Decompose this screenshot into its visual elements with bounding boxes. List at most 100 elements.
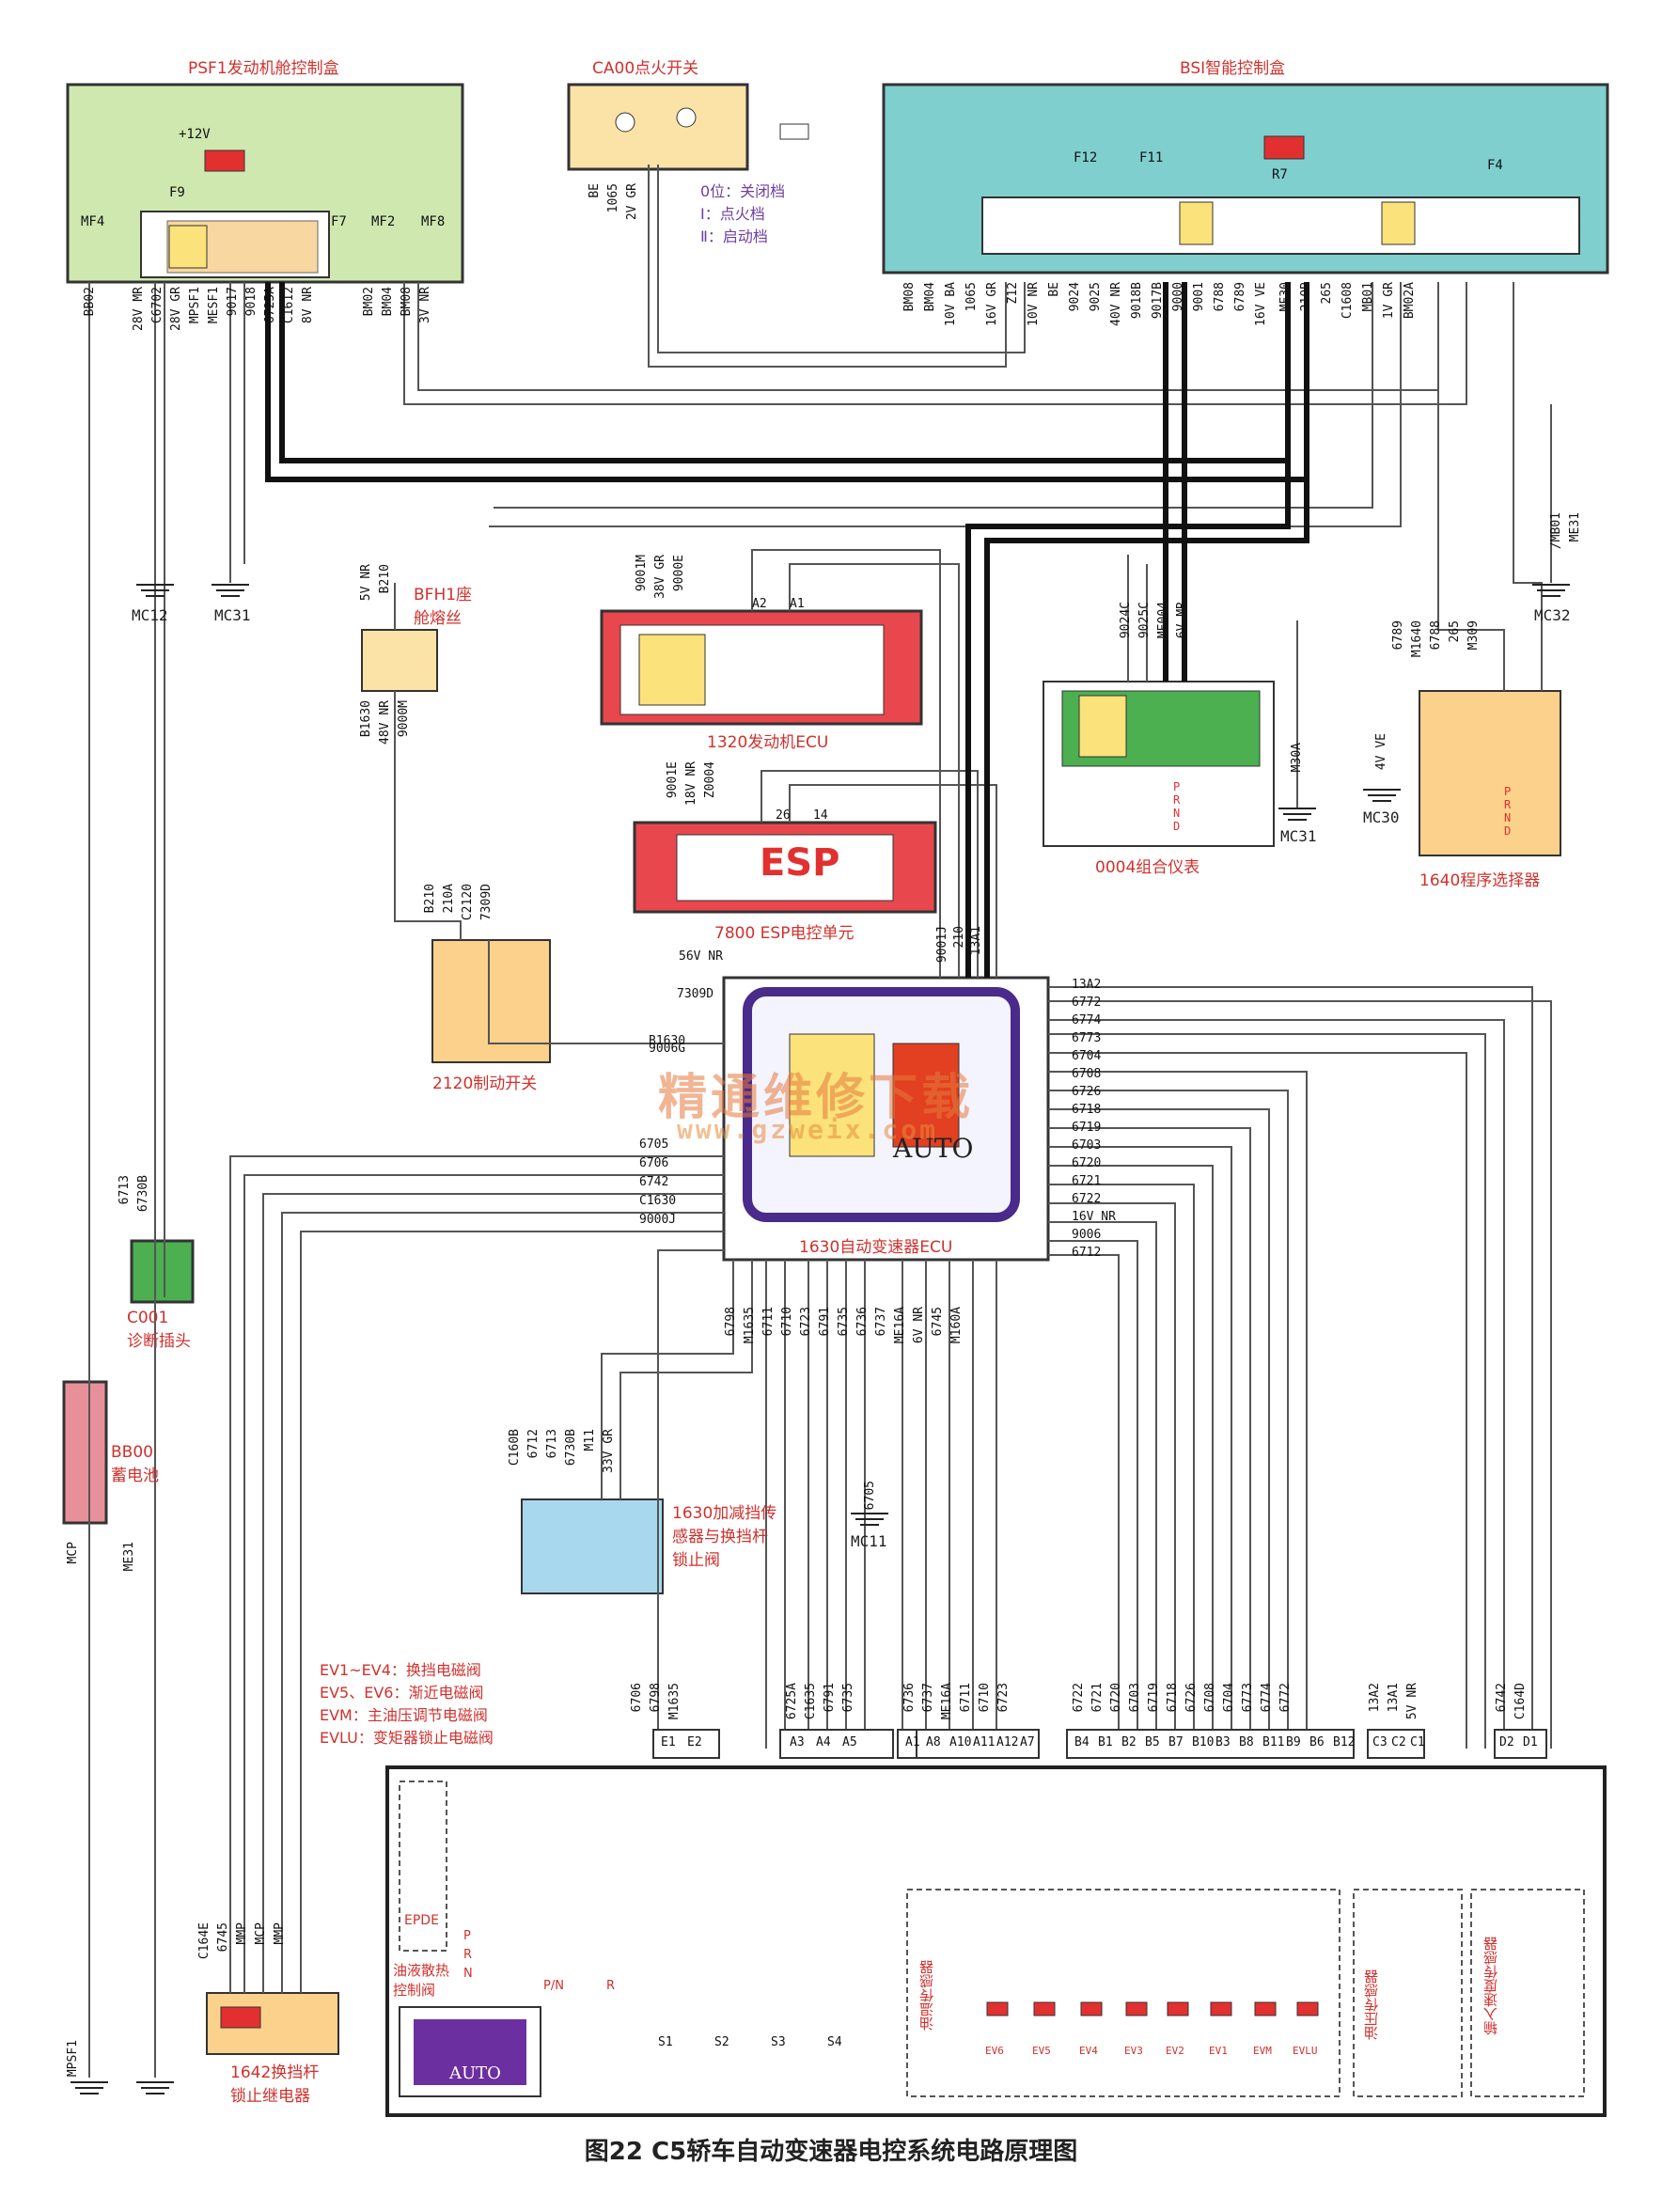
selector-box (1419, 690, 1561, 856)
wire-code: ME16A (893, 1307, 907, 1344)
wire-code: 6706 (639, 1156, 669, 1170)
wire-code: ME30 (1278, 282, 1293, 312)
legend-ev1-4: EV1~EV4：换挡电磁阀 (320, 1661, 481, 1679)
gear-pn: P/N (543, 1979, 564, 1993)
esp-box (633, 821, 937, 914)
pin-label: 14 (813, 808, 828, 823)
wire-code: MCP (66, 1542, 80, 1564)
valve-ev1: EV1 (1209, 2045, 1228, 2057)
pin-label: D1 (1523, 1735, 1538, 1749)
fuse-mf8: MF8 (421, 214, 446, 229)
gear-r2: R (606, 1979, 616, 1993)
pin-label: 26 (776, 808, 791, 823)
wire-code: M11 (583, 1429, 597, 1451)
wire-code: 6705 (863, 1481, 877, 1511)
wire-code: MMP (273, 1922, 287, 1945)
pin-label: A7 (1020, 1735, 1035, 1749)
wire-code: 48V NR (378, 700, 392, 745)
wire-code: MESF1 (207, 287, 221, 324)
wire-code: 6708 (1072, 1067, 1102, 1081)
wire-code: ME004 (1156, 602, 1170, 639)
wire-code: 6V NR (912, 1307, 926, 1344)
wire-code: 6798 (649, 1683, 663, 1713)
wire-code: M1635 (667, 1683, 682, 1720)
legend-evlu: EVLU：变矩器锁止电磁阀 (320, 1729, 494, 1747)
ground-mc31: MC31 (214, 606, 251, 624)
wire-code: 9018 (244, 287, 259, 317)
wire-code: BB02 (83, 287, 97, 317)
wire-code: 13A1 (1387, 1683, 1401, 1713)
bfh1-box (361, 629, 438, 692)
wire-code: C1612 (282, 287, 296, 324)
pin-label: B5 (1145, 1735, 1160, 1749)
wire-code: 6711 (761, 1307, 776, 1337)
wire-code: 6742 (1495, 1683, 1509, 1713)
diag-label: C001 诊断插头 (127, 1309, 191, 1351)
wire-code: B1630 (649, 1034, 686, 1048)
cluster-box (1043, 681, 1275, 847)
wire-code: 6798 (724, 1307, 738, 1337)
wire-code: 5V NR (1405, 1683, 1419, 1720)
wire-code: 6789 (1233, 282, 1247, 312)
wire-code: 6788 (1429, 620, 1443, 651)
wire-code: 9001J (935, 926, 949, 964)
wire-code: 6774 (1072, 1013, 1102, 1028)
wire-code: 8V NR (301, 287, 315, 324)
wire-code: MPSF1 (188, 287, 202, 324)
fuse-f7: F7 (331, 214, 347, 229)
wire-code: 6737 (874, 1307, 888, 1337)
ecu1320-box (600, 609, 923, 726)
fuse-r7: R7 (1272, 167, 1288, 182)
gear-n: N (463, 1967, 473, 1981)
wire-code: 16V NR (1072, 1210, 1116, 1224)
wire-code: M30A (1290, 743, 1304, 773)
wire-code: C6702 (150, 287, 165, 324)
connector-strips (652, 1729, 1547, 1759)
pin-label: A12 (996, 1735, 1019, 1749)
wire-code: 6772 (1278, 1683, 1293, 1713)
wire-code: 6713 (118, 1175, 132, 1205)
pin-label: A8 (926, 1735, 941, 1749)
sensor-frames (399, 1781, 1585, 2097)
pin-label: A10 (949, 1735, 972, 1749)
wire-code: 6773 (1072, 1031, 1102, 1045)
wire-code: 6708 (1203, 1683, 1217, 1713)
wire-code: 6710 (978, 1683, 992, 1713)
wire-code: 9024 (1068, 282, 1082, 312)
pin-label: A2 (752, 597, 767, 611)
wire-code: ME31 (122, 1542, 136, 1572)
wire-code: 1V GR (1382, 282, 1396, 320)
fuse-mf2: MF2 (371, 214, 396, 229)
wire-code: 9000 (1171, 282, 1185, 312)
wire-code: 210A (442, 884, 456, 914)
bsi-box (882, 83, 1609, 275)
psf1-label: PSF1发动机舱控制盒 (188, 59, 339, 78)
wire-code: 6719 (1072, 1121, 1102, 1135)
pin-label: A4 (816, 1735, 831, 1749)
wire-code: 9025 (1089, 282, 1103, 312)
relay1642-box (206, 1992, 339, 2055)
wire-code: M309 (1466, 620, 1481, 651)
wire-code: 9006 (1072, 1228, 1102, 1242)
wire-code: C1608 (1341, 282, 1355, 320)
switch-s2: S2 (714, 2035, 729, 2049)
wire-code: C164D (1513, 1683, 1528, 1720)
wire-code: 265 (1448, 620, 1462, 643)
wire-code: 9017B (1151, 282, 1165, 320)
wire-code: 6725A (263, 287, 277, 324)
tcu-auto-text: AUTO (893, 1133, 974, 1164)
wire-code: 9001E (666, 761, 680, 799)
cluster-label: 0004组合仪表 (1095, 858, 1200, 877)
wire-code: 6712 (526, 1429, 541, 1459)
wire-code: C1635 (804, 1683, 818, 1720)
wire-code: 18V NR (684, 761, 698, 806)
wire-code: 6719 (1147, 1683, 1161, 1713)
ignition-position-1: Ⅰ：点火档 (700, 205, 765, 223)
battery-label: BB00 蓄电池 (111, 1443, 159, 1485)
pin-label: B6 (1309, 1735, 1325, 1749)
esp7800-label: 7800 ESP电控单元 (714, 924, 855, 943)
ignition-position-0: 0位：关闭档 (700, 182, 786, 200)
wire-code: M1640 (1410, 620, 1424, 658)
wire-code: 3V NR (418, 287, 432, 324)
wire-code: BE (1047, 282, 1061, 297)
